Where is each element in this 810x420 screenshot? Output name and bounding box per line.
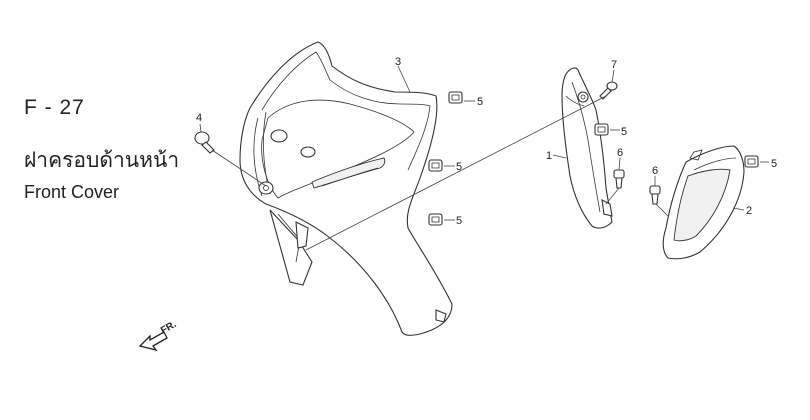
clip-part-5e[interactable] (744, 155, 759, 168)
clip-part-5b[interactable] (428, 159, 443, 172)
callout-5: 5 (771, 158, 777, 170)
clip-part-5c[interactable] (428, 213, 443, 226)
callout-3: 3 (395, 56, 401, 68)
clip-part-5a[interactable] (448, 91, 463, 104)
diagram-code: F - 27 (24, 96, 85, 119)
title-thai: ฝาครอบด้านหน้า (24, 148, 180, 172)
callout-5: 5 (477, 96, 483, 108)
bolt-part-4[interactable] (194, 131, 215, 154)
callout-7: 7 (611, 59, 617, 71)
front-direction-label: FR. (159, 319, 179, 337)
callout-2: 2 (746, 205, 752, 217)
callout-5: 5 (456, 215, 462, 227)
callout-labels: 4 3 5 5 5 5 5 7 1 6 6 2 (196, 56, 777, 227)
callout-5: 5 (621, 126, 627, 138)
leader-lines (199, 65, 769, 251)
callout-1: 1 (546, 150, 552, 162)
bolt-part-7[interactable] (599, 81, 618, 100)
callout-4: 4 (196, 112, 202, 124)
callout-5: 5 (456, 161, 462, 173)
screw-part-6b[interactable] (649, 185, 661, 205)
front-direction-arrow: FR. (138, 319, 179, 352)
screw-part-6a[interactable] (613, 169, 625, 189)
front-cover-part-3[interactable] (239, 41, 453, 336)
callout-6: 6 (617, 147, 623, 159)
title-english: Front Cover (24, 182, 120, 202)
side-cover-part-2[interactable] (662, 145, 745, 260)
clip-part-5d[interactable] (594, 123, 609, 136)
callout-6: 6 (652, 165, 658, 177)
